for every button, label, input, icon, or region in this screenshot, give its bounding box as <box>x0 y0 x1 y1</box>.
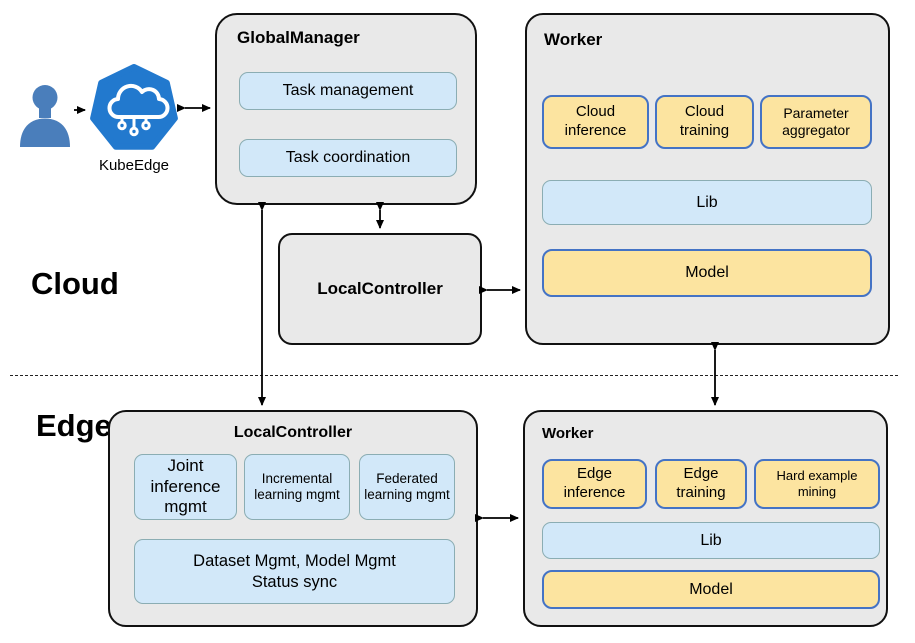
kubeedge-logo <box>90 64 178 150</box>
task-management-box: Task management <box>239 72 457 110</box>
cloud-local-controller-box: LocalController <box>278 233 482 345</box>
edge-training-box: Edge training <box>655 459 747 509</box>
joint-inference-mgmt-box: Joint inference mgmt <box>134 454 237 520</box>
cloud-worker-box: Worker Cloud inference Cloud training Pa… <box>525 13 890 345</box>
dataset-mgmt-line2: Status sync <box>251 572 338 591</box>
user-icon <box>20 85 70 147</box>
edge-local-controller-title: LocalController <box>233 424 353 441</box>
cloud-zone-label: Cloud <box>31 266 119 301</box>
edge-worker-box: Worker Edge inference Edge training Hard… <box>523 410 888 627</box>
cloud-lib-box: Lib <box>542 180 872 225</box>
edge-model-box: Model <box>542 570 880 609</box>
global-manager-box: GlobalManager Task management Task coord… <box>215 13 477 205</box>
edge-zone-label: Edge <box>36 408 112 443</box>
edge-inference-box: Edge inference <box>542 459 647 509</box>
global-manager-title: GlobalManager <box>237 28 360 47</box>
task-coordination-box: Task coordination <box>239 139 457 177</box>
hard-example-mining-box: Hard example mining <box>754 459 880 509</box>
dataset-mgmt-box: Dataset Mgmt, Model Mgmt Status sync <box>134 539 455 604</box>
cloud-training-box: Cloud training <box>655 95 754 149</box>
edge-lib-box: Lib <box>542 522 880 559</box>
dataset-mgmt-line1: Dataset Mgmt, Model Mgmt <box>193 552 396 571</box>
cloud-inference-box: Cloud inference <box>542 95 649 149</box>
parameter-aggregator-box: Parameter aggregator <box>760 95 872 149</box>
incremental-learning-mgmt-box: Incremental learning mgmt <box>244 454 350 520</box>
federated-learning-mgmt-box: Federated learning mgmt <box>359 454 455 520</box>
cloud-model-box: Model <box>542 249 872 297</box>
cloud-worker-title: Worker <box>544 30 603 49</box>
cloud-edge-divider <box>10 375 898 376</box>
edge-local-controller-box: LocalController Joint inference mgmt Inc… <box>108 410 478 627</box>
kubeedge-caption: KubeEdge <box>98 157 170 174</box>
edge-worker-title: Worker <box>542 425 594 442</box>
cloud-local-controller-title: LocalController <box>317 279 443 298</box>
